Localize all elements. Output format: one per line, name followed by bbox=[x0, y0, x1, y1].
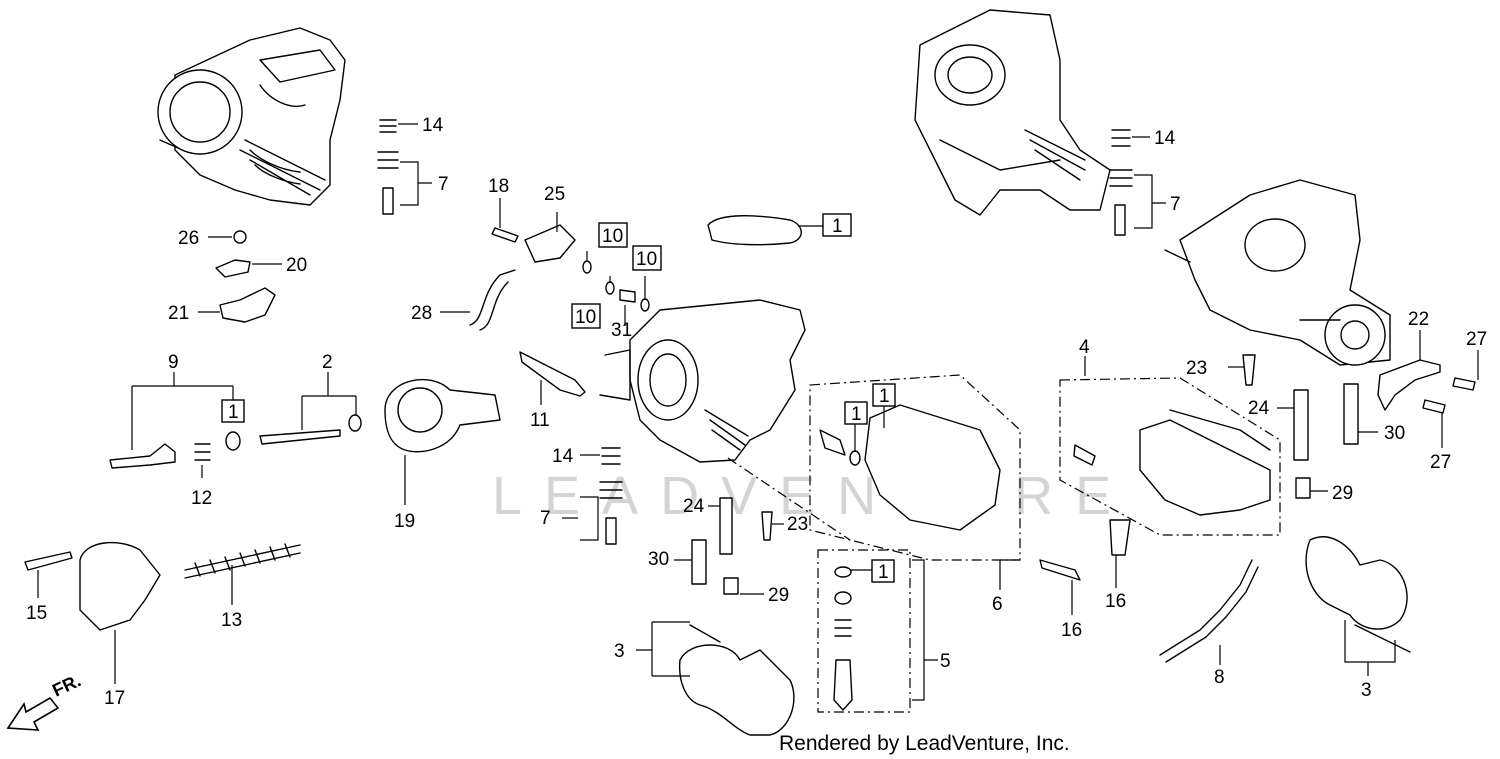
callout-30: 30 bbox=[1384, 423, 1405, 444]
callout-12: 12 bbox=[191, 488, 212, 509]
callout-20: 20 bbox=[286, 255, 307, 276]
boxed-callout-10-c: 10 bbox=[571, 303, 601, 329]
callout-5: 5 bbox=[940, 651, 951, 672]
callout-27: 27 bbox=[1430, 452, 1451, 473]
callout-27: 27 bbox=[1466, 329, 1487, 350]
small-parts bbox=[24, 119, 1476, 736]
carburetor-assembly-right bbox=[1164, 179, 1391, 366]
svg-text:1: 1 bbox=[879, 386, 890, 407]
callout-9: 9 bbox=[168, 352, 179, 373]
callout-30: 30 bbox=[648, 549, 669, 570]
front-direction-arrow: FR. bbox=[6, 670, 84, 731]
carburetor-body-center bbox=[599, 299, 806, 463]
callout-28: 28 bbox=[411, 303, 432, 324]
callout-2: 2 bbox=[322, 352, 333, 373]
leader-lines bbox=[37, 123, 1479, 701]
callout-14: 14 bbox=[1154, 128, 1176, 149]
carburetor-assembly-top-left bbox=[157, 27, 346, 206]
boxed-callout-1-left: 1 bbox=[221, 399, 245, 423]
callout-24: 24 bbox=[683, 496, 705, 517]
callout-16: 16 bbox=[1105, 591, 1126, 612]
svg-text:1: 1 bbox=[228, 402, 239, 423]
svg-text:1: 1 bbox=[851, 404, 862, 425]
callout-17: 17 bbox=[104, 688, 125, 709]
callout-29: 29 bbox=[1332, 483, 1353, 504]
footer-credit: Rendered by LeadVenture, Inc. bbox=[779, 732, 1070, 755]
svg-text:10: 10 bbox=[575, 307, 596, 328]
group-outlines bbox=[727, 374, 1281, 713]
callout-29: 29 bbox=[768, 585, 789, 606]
svg-text:10: 10 bbox=[602, 226, 623, 247]
boxed-callout-1-needle: 1 bbox=[871, 559, 895, 583]
callout-31: 31 bbox=[611, 320, 632, 341]
callout-8: 8 bbox=[1214, 667, 1225, 688]
callout-19: 19 bbox=[394, 511, 415, 532]
callout-24: 24 bbox=[1248, 398, 1270, 419]
callout-23: 23 bbox=[1186, 358, 1207, 379]
callout-15: 15 bbox=[26, 603, 47, 624]
boxed-callout-10-b: 10 bbox=[632, 245, 662, 271]
callout-13: 13 bbox=[221, 610, 242, 631]
callout-3: 3 bbox=[614, 641, 625, 662]
callout-6: 6 bbox=[992, 594, 1003, 615]
carburetor-assembly-top-right bbox=[914, 9, 1111, 216]
callout-7: 7 bbox=[1170, 194, 1181, 215]
boxed-callouts: 1 10 10 10 1 1 1 1 bbox=[221, 213, 896, 583]
callout-7: 7 bbox=[540, 508, 551, 529]
front-arrow-label: FR. bbox=[49, 670, 84, 700]
callout-11: 11 bbox=[530, 410, 550, 431]
watermark: LEADVENTURE bbox=[492, 466, 1133, 526]
callout-3: 3 bbox=[1361, 680, 1372, 701]
boxed-callout-1-top: 1 bbox=[822, 213, 852, 237]
callout-labels: 14 7 18 25 26 20 21 28 31 9 2 11 12 19 1… bbox=[26, 115, 1487, 709]
callout-21: 21 bbox=[168, 303, 189, 324]
svg-text:1: 1 bbox=[878, 562, 889, 583]
callout-4: 4 bbox=[1079, 337, 1090, 358]
callout-14: 14 bbox=[552, 446, 574, 467]
boxed-callout-1-bowl-b: 1 bbox=[844, 401, 868, 425]
callout-14: 14 bbox=[422, 115, 444, 136]
callout-23: 23 bbox=[787, 514, 808, 535]
boxed-callout-1-bowl-a: 1 bbox=[872, 383, 896, 407]
callout-18: 18 bbox=[488, 176, 509, 197]
callout-22: 22 bbox=[1408, 309, 1429, 330]
callout-7: 7 bbox=[438, 174, 449, 195]
svg-text:1: 1 bbox=[832, 216, 843, 237]
svg-text:10: 10 bbox=[636, 249, 657, 270]
callout-26: 26 bbox=[178, 228, 199, 249]
callout-16: 16 bbox=[1061, 620, 1082, 641]
boxed-callout-10-a: 10 bbox=[598, 222, 628, 248]
callout-25: 25 bbox=[544, 184, 565, 205]
